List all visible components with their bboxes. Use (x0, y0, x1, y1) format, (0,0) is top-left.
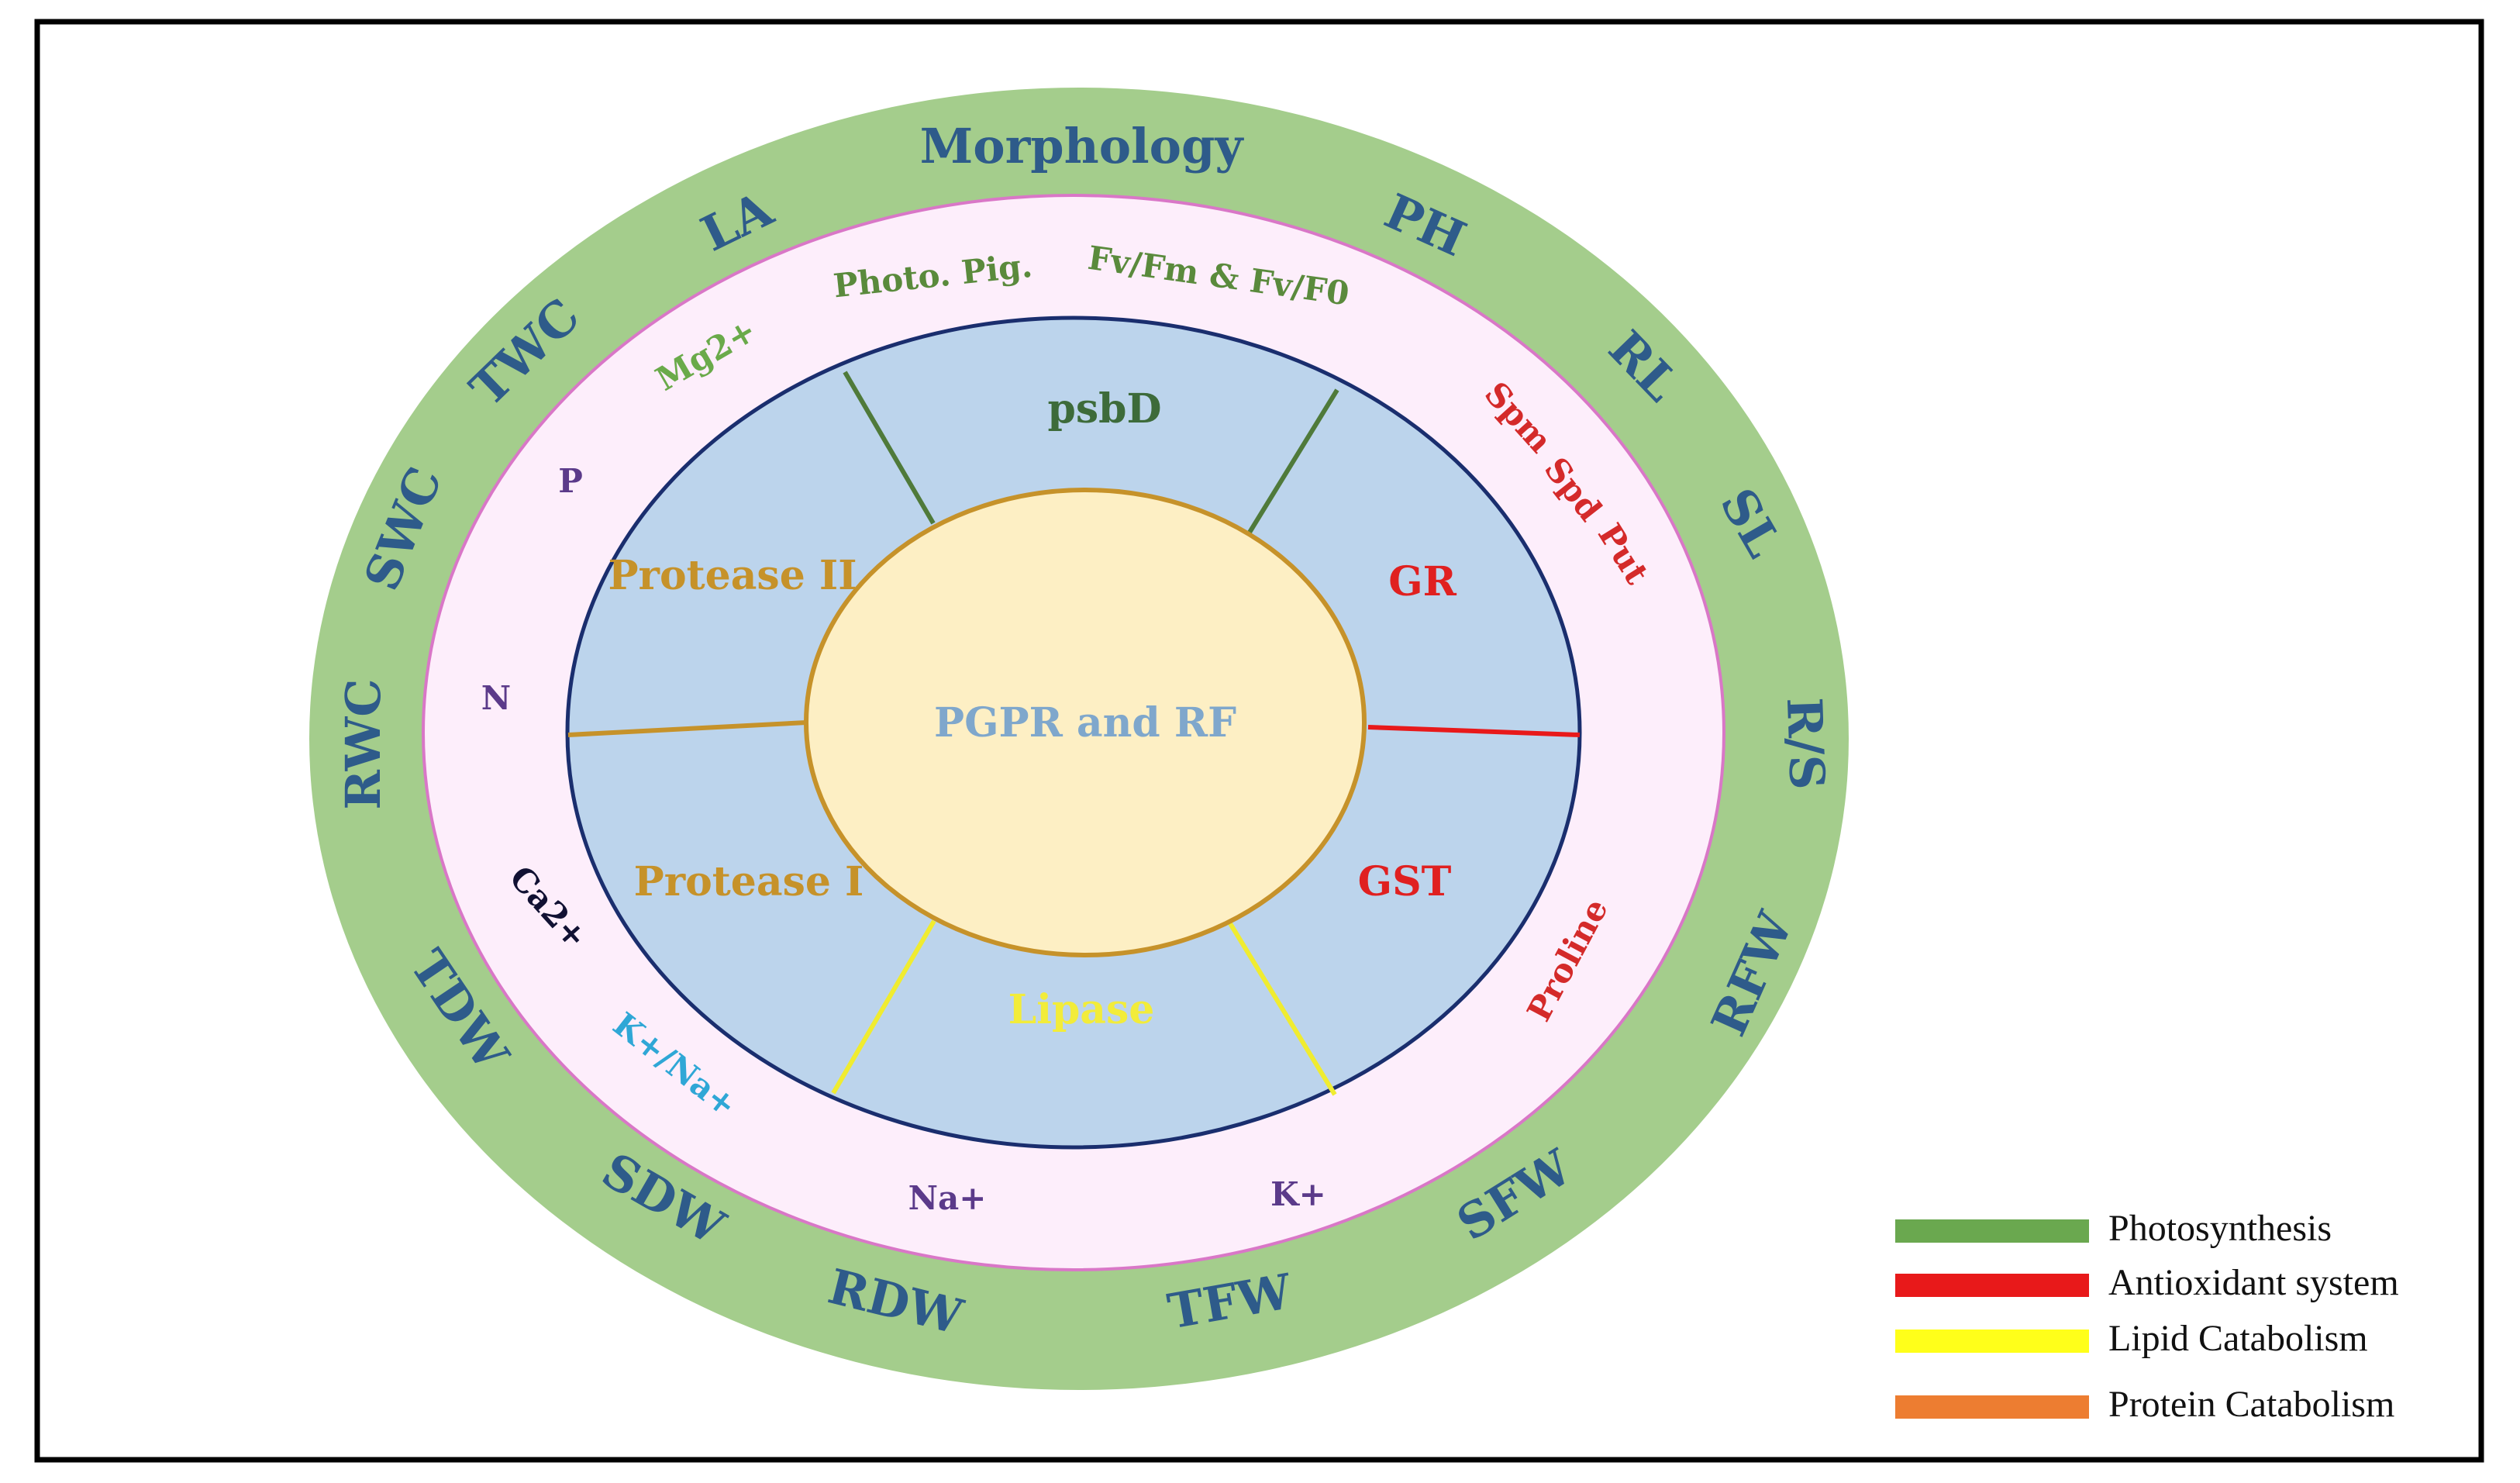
center-label: PGPR and RF (934, 699, 1236, 747)
legend-swatch-antioxidant (1895, 1274, 2089, 1297)
legend-label-protein: Protein Catabolism (2108, 1384, 2394, 1425)
divider-protein (567, 720, 807, 737)
divider-lipid-left (831, 919, 936, 1095)
sector-lipase: Lipase (1008, 986, 1155, 1033)
divider-photosynthesis-left (843, 371, 936, 525)
legend-swatch-photosynthesis (1895, 1219, 2089, 1243)
divider-photosynthesis-right (1246, 388, 1339, 536)
sector-psbd: psbD (1047, 385, 1161, 433)
sector-gst: GST (1358, 858, 1452, 905)
legend-label-antioxidant: Antioxidant system (2108, 1262, 2399, 1303)
legend-swatch-protein (1895, 1395, 2089, 1419)
sector-gr: GR (1388, 558, 1456, 605)
outer-label-rs: R/S (1776, 697, 1836, 791)
outer-label-rwc: RWC (335, 678, 391, 809)
mid-p: P (558, 462, 583, 500)
sector-protease-2: Protease II (608, 552, 857, 599)
sector-protease-1: Protease I (634, 858, 864, 905)
legend-swatch-lipid (1895, 1330, 2089, 1353)
center-circle (804, 488, 1367, 957)
legend-label-photosynthesis: Photosynthesis (2108, 1208, 2332, 1249)
mid-na: Na+ (908, 1179, 987, 1217)
outer-title-morphology: Morphology (920, 118, 1245, 174)
divider-antioxidant (1367, 725, 1581, 737)
mid-k: K+ (1270, 1175, 1326, 1213)
mid-n: N (481, 679, 511, 717)
legend-label-lipid: Lipid Catabolism (2108, 1318, 2368, 1359)
legend: Photosynthesis Antioxidant system Lipid … (1895, 1208, 2399, 1425)
divider-lipid-right (1226, 919, 1337, 1096)
